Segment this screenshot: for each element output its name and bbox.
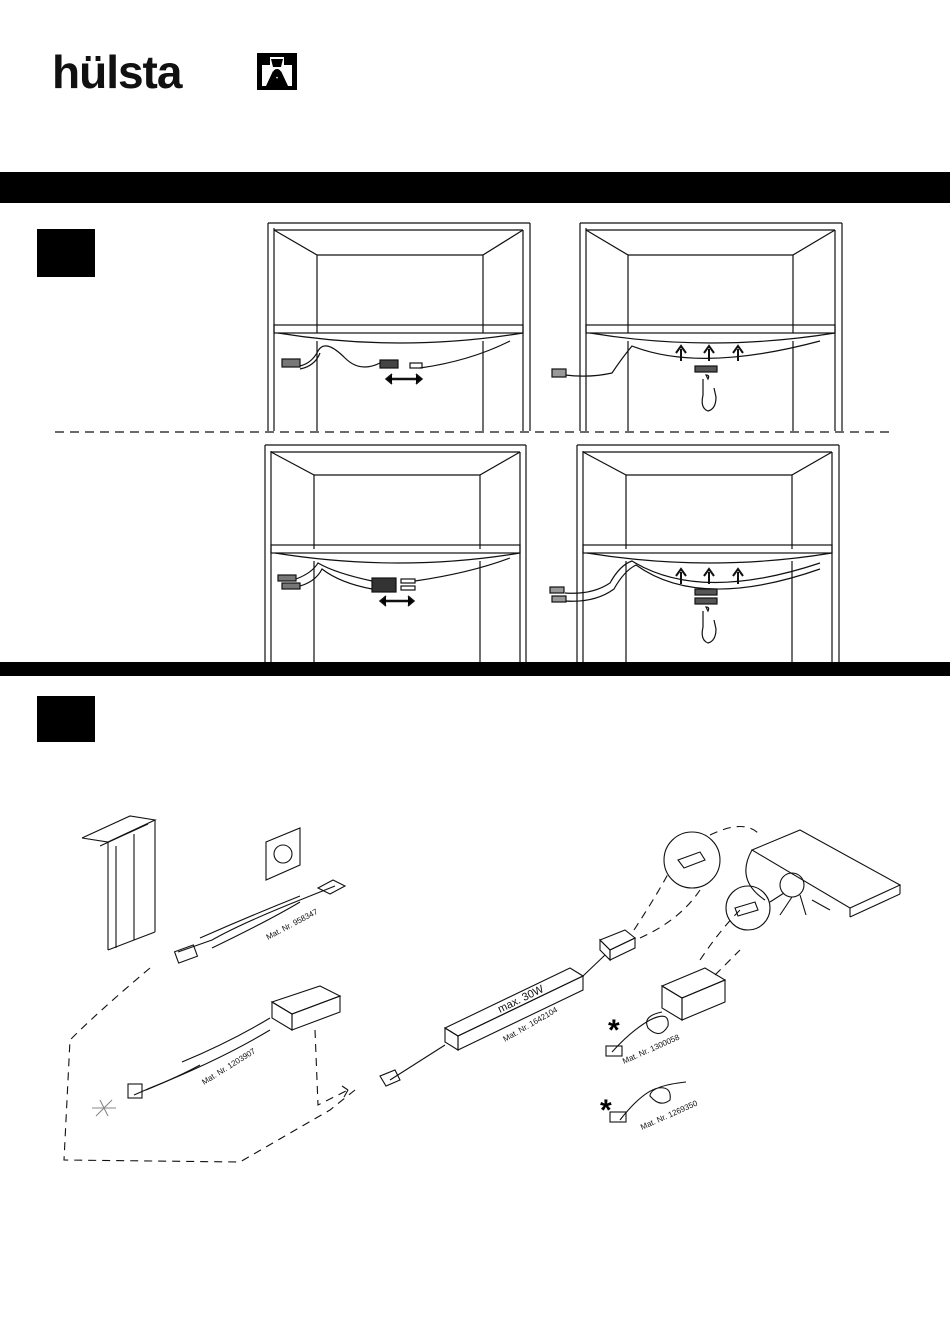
optional-asterisk-1: * xyxy=(608,1014,620,1047)
part-label-extension-cable-2: Mat. Nr. 1269350 xyxy=(639,1098,699,1131)
section-divider-middle xyxy=(0,662,950,676)
brand-logo-text: hülsta xyxy=(52,44,181,100)
section-divider-top xyxy=(0,172,950,203)
panel-single-unplug xyxy=(268,223,530,431)
wiring-diagram: Mat. Nr. 958347 Mat. Nr. 1203907 max. 30… xyxy=(0,790,950,1180)
part-label-extension-cable-1: Mat. Nr. 1300058 xyxy=(621,1032,681,1065)
hulsta-emblem-icon xyxy=(257,53,297,90)
optional-asterisk-2: * xyxy=(600,1094,612,1127)
step-2-marker xyxy=(37,696,95,742)
part-label-power-cable: Mat. Nr. 958347 xyxy=(265,907,320,942)
cable-connection-illustrations xyxy=(0,203,950,663)
